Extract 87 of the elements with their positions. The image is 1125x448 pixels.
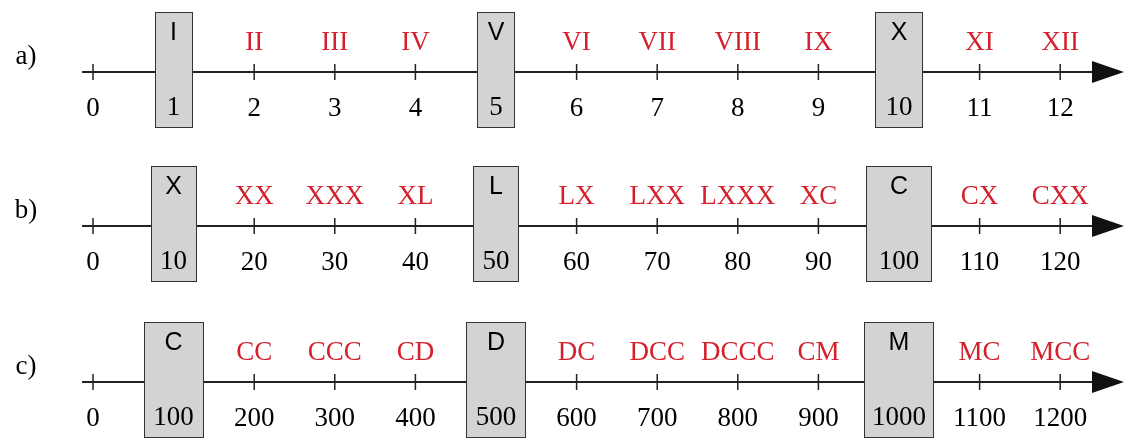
tick-label: 0: [86, 92, 100, 122]
tick-label: 12: [1046, 92, 1074, 122]
tick-label: 5: [489, 91, 503, 121]
tick-label: 2: [247, 92, 261, 122]
highlight-box: [143, 322, 204, 438]
highlight-box: [150, 166, 197, 282]
roman-numeral: CXX: [1031, 180, 1089, 210]
roman-numeral: VIII: [714, 26, 762, 56]
highlight-box: [866, 166, 932, 282]
tick-label: 70: [643, 246, 671, 276]
roman-numeral: I: [170, 17, 178, 45]
tick-label: 700: [636, 402, 678, 432]
tick-label: 100: [878, 245, 920, 275]
roman-numeral: CCC: [307, 336, 362, 366]
tick-label: 120: [1039, 246, 1081, 276]
tick-label: 110: [959, 246, 1000, 276]
tick-label: 60: [563, 246, 591, 276]
roman-numeral: XI: [965, 26, 994, 56]
tick-label: 400: [395, 402, 436, 432]
highlight-box: [875, 12, 923, 128]
tick-label: 10: [160, 245, 188, 275]
tick-label: 300: [314, 402, 356, 432]
highlight-box: [473, 166, 519, 282]
roman-numeral: XX: [234, 180, 274, 210]
row-label: c): [15, 350, 37, 380]
roman-numeral: DCCC: [701, 336, 775, 366]
tick-label: 500: [475, 401, 517, 431]
roman-numeral: IV: [401, 26, 430, 56]
row-label: b): [14, 194, 38, 224]
roman-numeral: XXX: [305, 180, 365, 210]
roman-numeral: C: [889, 171, 909, 199]
roman-numeral: CM: [797, 336, 840, 366]
roman-numeral: II: [245, 26, 264, 56]
tick-label: 600: [556, 402, 597, 432]
roman-numeral: M: [888, 327, 910, 355]
tick-label: 30: [321, 246, 349, 276]
tick-label: 1000: [872, 401, 926, 431]
tick-label: 50: [482, 245, 510, 275]
roman-numeral: MC: [958, 336, 1001, 366]
tick-label: 200: [233, 402, 275, 432]
roman-numeral: VII: [638, 26, 676, 56]
roman-numeral: III: [321, 26, 349, 56]
tick-label: 900: [798, 402, 839, 432]
tick-label: 1100: [953, 402, 1007, 432]
tick-label: 1: [166, 91, 181, 121]
roman-numeral: X: [165, 171, 182, 199]
roman-numeral: IX: [804, 26, 833, 56]
roman-numeral: C: [164, 327, 183, 355]
roman-numeral: V: [487, 17, 505, 45]
tick-label: 20: [240, 246, 268, 276]
roman-numeral: CX: [960, 180, 999, 210]
roman-numeral: L: [489, 171, 503, 199]
tick-label: 4: [408, 92, 423, 122]
tick-label: 1200: [1033, 402, 1088, 432]
tick-label: 800: [717, 402, 759, 432]
tick-label: 0: [86, 246, 100, 276]
tick-label: 90: [804, 246, 832, 276]
roman-numeral: LXX: [629, 180, 685, 210]
roman-numeral: LXXX: [700, 180, 776, 210]
tick-label: 8: [731, 92, 745, 122]
roman-numeral: VI: [562, 26, 591, 56]
tick-label: 3: [328, 92, 342, 122]
highlight-box: [466, 322, 526, 438]
tick-label: 9: [811, 92, 826, 122]
roman-numeral: XC: [799, 180, 838, 210]
tick-label: 40: [401, 246, 429, 276]
highlight-box: [864, 322, 934, 438]
row-label: a): [15, 40, 37, 70]
tick-label: 0: [86, 402, 100, 432]
tick-label: 80: [724, 246, 752, 276]
roman-numeral: XL: [397, 180, 434, 210]
roman-numeral: CD: [396, 336, 435, 366]
roman-numeral: DCC: [629, 336, 685, 366]
tick-label: 10: [885, 91, 913, 121]
tick-label: 6: [569, 92, 584, 122]
tick-label: 7: [650, 92, 664, 122]
roman-numeral: CC: [236, 336, 273, 366]
tick-label: 11: [966, 92, 993, 122]
roman-numeral: DC: [557, 336, 596, 366]
roman-numeral: X: [890, 17, 908, 45]
roman-numeral: XII: [1041, 26, 1079, 56]
tick-label: 100: [153, 401, 194, 431]
highlight-box: [477, 12, 515, 128]
highlight-box: [154, 12, 193, 128]
roman-numeral: LX: [558, 180, 595, 210]
roman-numeral: MCC: [1030, 336, 1091, 366]
roman-numeral: D: [486, 327, 506, 355]
